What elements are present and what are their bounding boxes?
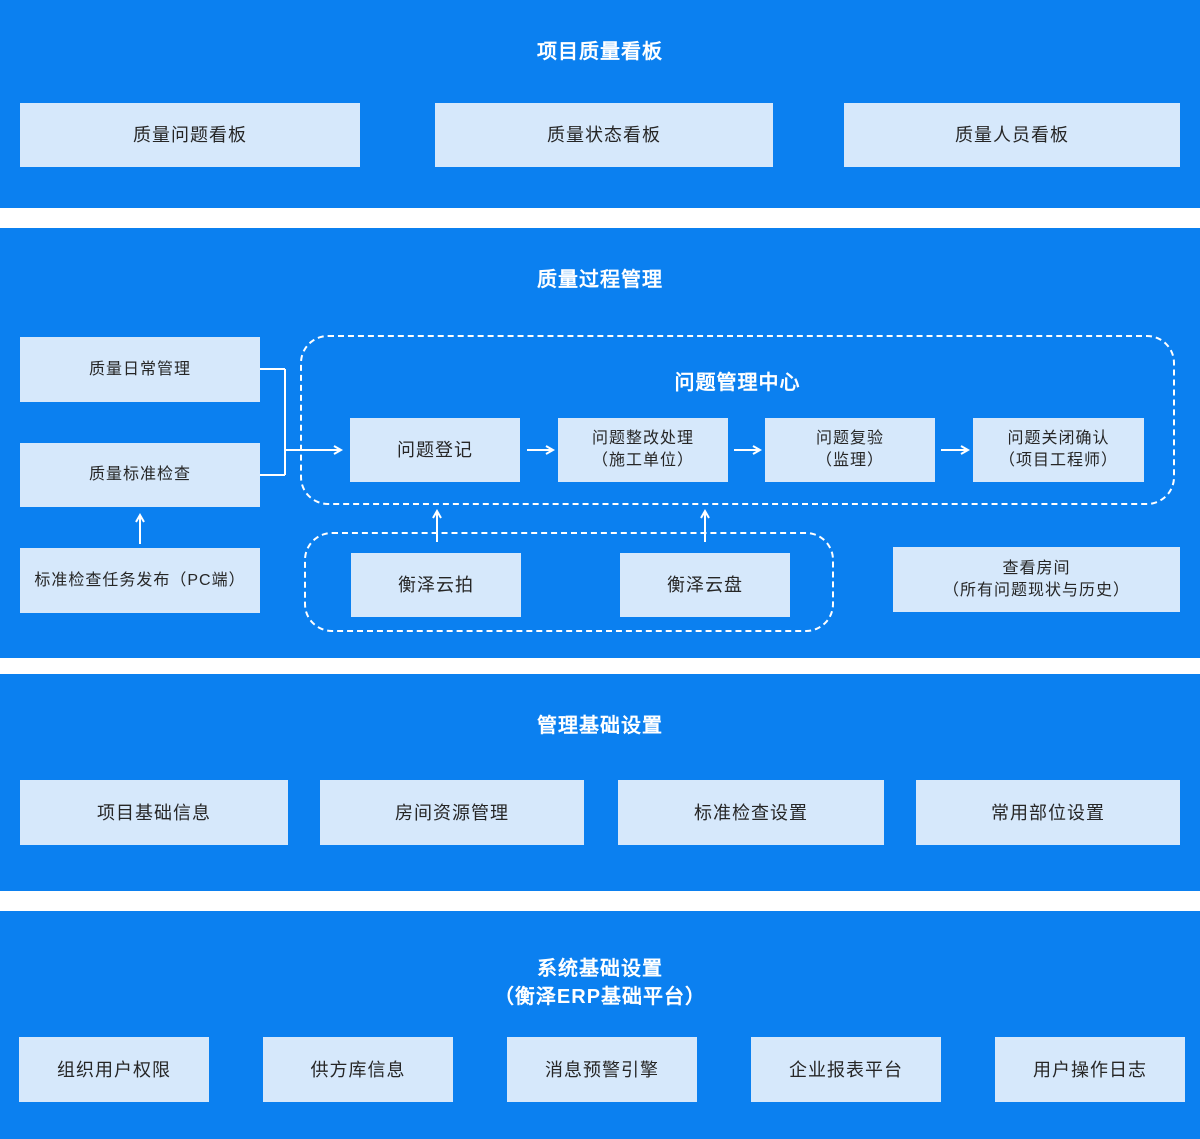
box-label: 组织用户权限 <box>57 1059 171 1080</box>
box-quality-staff-board: 质量人员看板 <box>844 103 1180 167</box>
box-label-line1: 问题整改处理 <box>591 430 694 447</box>
box-quality-status-board: 质量状态看板 <box>435 103 773 167</box>
box-label: 质量人员看板 <box>955 125 1069 145</box>
box-label: 企业报表平台 <box>789 1059 903 1080</box>
box-quality-daily-management: 质量日常管理 <box>20 337 260 402</box>
box-label: 质量状态看板 <box>547 125 661 145</box>
box-org-user-permissions: 组织用户权限 <box>19 1037 209 1102</box>
box-label: 标准检查设置 <box>694 802 808 823</box>
box-issue-close-confirm: 问题关闭确认 （项目工程师） <box>973 418 1144 482</box>
box-common-parts-settings: 常用部位设置 <box>916 780 1180 845</box>
box-issue-register: 问题登记 <box>350 418 520 482</box>
box-label: 质量日常管理 <box>88 360 191 378</box>
box-enterprise-report-platform: 企业报表平台 <box>751 1037 941 1102</box>
box-label-line2: （施工单位） <box>591 452 694 469</box>
band-title-settings: 管理基础设置 <box>537 715 663 737</box>
band-title-process: 质量过程管理 <box>537 269 663 291</box>
box-room-view: 查看房间 （所有问题现状与历史） <box>893 547 1180 612</box>
box-label: 衡泽云盘 <box>667 575 743 595</box>
box-label: 衡泽云拍 <box>398 575 474 595</box>
box-quality-issue-board: 质量问题看板 <box>20 103 360 167</box>
box-user-operation-log: 用户操作日志 <box>995 1037 1185 1102</box>
box-supplier-library-info: 供方库信息 <box>263 1037 453 1102</box>
box-label: 常用部位设置 <box>991 802 1105 823</box>
box-label: 消息预警引擎 <box>545 1059 659 1080</box>
box-standard-check-task-publish: 标准检查任务发布（PC端） <box>20 548 260 613</box>
box-label-line2: （所有问题现状与历史） <box>942 581 1130 599</box>
box-hengze-cloud-disk: 衡泽云盘 <box>620 553 790 617</box>
dashed-tools-container <box>304 532 834 632</box>
bracket-connector <box>260 368 286 476</box>
box-quality-standard-check: 质量标准检查 <box>20 443 260 507</box>
box-label-line1: 查看房间 <box>1002 559 1071 577</box>
box-room-resource-management: 房间资源管理 <box>320 780 584 845</box>
box-label: 房间资源管理 <box>395 802 509 823</box>
band-system-basic-settings: 系统基础设置 （衡泽ERP基础平台） 组织用户权限 供方库信息 消息预警引擎 企… <box>0 911 1200 1139</box>
box-label: 问题登记 <box>397 440 473 460</box>
system-title-line2: （衡泽ERP基础平台） <box>493 986 707 1008</box>
box-standard-check-settings: 标准检查设置 <box>618 780 884 845</box>
box-label: 供方库信息 <box>310 1059 406 1080</box>
box-label: 用户操作日志 <box>1033 1059 1147 1080</box>
issue-center-title: 问题管理中心 <box>674 372 801 394</box>
box-hengze-cloud-photo: 衡泽云拍 <box>351 553 521 617</box>
box-label: 质量问题看板 <box>133 125 247 145</box>
box-issue-rectify: 问题整改处理 （施工单位） <box>558 418 728 482</box>
box-label: 质量标准检查 <box>88 466 191 483</box>
dashed-issue-management-center <box>300 335 1175 505</box>
box-message-alert-engine: 消息预警引擎 <box>507 1037 697 1102</box>
band-management-basic-settings: 管理基础设置 项目基础信息 房间资源管理 标准检查设置 常用部位设置 <box>0 674 1200 891</box>
box-label-line1: 问题关闭确认 <box>1007 430 1110 447</box>
band-title-dashboard: 项目质量看板 <box>537 41 663 63</box>
band-project-quality-dashboard: 项目质量看板 质量问题看板 质量状态看板 质量人员看板 <box>0 0 1200 208</box>
box-label-line2: （项目工程师） <box>998 452 1118 469</box>
box-label-line1: 问题复验 <box>815 430 884 447</box>
box-project-basic-info: 项目基础信息 <box>20 780 288 845</box>
band-title-system: 系统基础设置 （衡泽ERP基础平台） <box>0 955 1200 1011</box>
box-issue-recheck: 问题复验 （监理） <box>765 418 935 482</box>
box-label: 标准检查任务发布（PC端） <box>34 571 246 589</box>
system-title-line1: 系统基础设置 <box>537 958 663 980</box>
box-label: 项目基础信息 <box>97 802 211 823</box>
box-label-line2: （监理） <box>815 452 884 469</box>
band-quality-process: 质量过程管理 质量日常管理 质量标准检查 标准检查任务发布（PC端） 问题管理中… <box>0 228 1200 658</box>
